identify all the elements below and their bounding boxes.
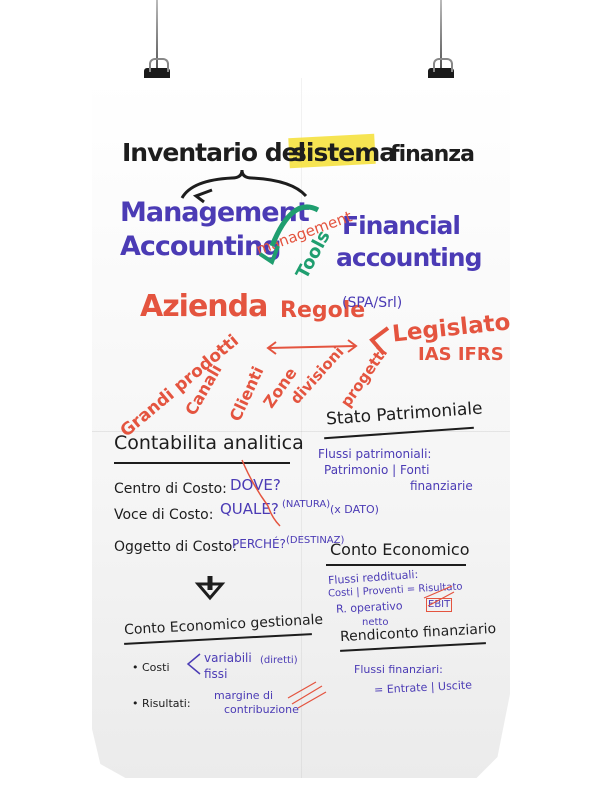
netto-text: netto bbox=[362, 617, 389, 628]
diretti-note: (diretti) bbox=[260, 655, 298, 666]
risultati-bullet: • Risultati: bbox=[132, 697, 191, 710]
green-curve-arrow bbox=[269, 204, 320, 247]
red-thin-arrow-voce bbox=[267, 505, 281, 527]
contribuzione-text: contribuzione bbox=[224, 703, 299, 716]
flussi-finanziari-text: Flussi finanziari: bbox=[354, 663, 443, 676]
red-arrow-right-head bbox=[347, 339, 358, 353]
regole-label: Regole bbox=[280, 298, 366, 323]
title-prefix: Inventario del bbox=[122, 138, 306, 167]
title-suffix: finanza bbox=[390, 142, 475, 167]
financial-accounting-heading: Financial accounting bbox=[336, 211, 483, 272]
title-highlight-word: sistema bbox=[292, 138, 396, 167]
right-hanging-wire bbox=[440, 0, 442, 70]
oggetto-di-costo-value: PERCHÉ? bbox=[232, 537, 286, 551]
flussi-patrimoniali-text: Flussi patrimoniali: bbox=[318, 447, 432, 461]
azienda-label: Azienda bbox=[140, 289, 268, 324]
poster-fold-vertical bbox=[301, 78, 302, 778]
conto-economico-heading: Conto Economico bbox=[330, 540, 470, 559]
natura-note: (NATURA) bbox=[282, 499, 331, 510]
patrimonio-fonti-text: Patrimonio | Fonti bbox=[324, 463, 430, 477]
ias-ifrs-label: IAS IFRS bbox=[418, 344, 504, 365]
green-arrowhead bbox=[258, 245, 280, 266]
title-brace bbox=[180, 169, 308, 199]
destinazione-note: (DESTINAZ) bbox=[286, 535, 345, 546]
contabilita-analitica-underline bbox=[114, 462, 290, 464]
contabilita-analitica-heading: Contabilita analitica bbox=[114, 432, 304, 454]
red-thin-arrow-centro bbox=[241, 459, 269, 507]
voce-di-costo-label: Voce di Costo: bbox=[114, 507, 214, 523]
oggetto-di-costo-label: Oggetto di Costo: bbox=[114, 539, 238, 555]
brace-left-arrowhead bbox=[192, 188, 213, 204]
costi-bracket bbox=[186, 653, 201, 675]
voce-di-costo-value: QUALE? bbox=[220, 500, 279, 518]
variabili-text: variabili bbox=[204, 651, 252, 665]
management-accounting-heading: Management Accounting bbox=[120, 197, 310, 262]
margine-text: margine di bbox=[214, 689, 274, 702]
centro-di-costo-label: Centro di Costo: bbox=[114, 481, 227, 497]
fissi-text: fissi bbox=[204, 667, 228, 681]
costi-bullet: • Costi bbox=[132, 661, 170, 674]
ebit-label: EBIT bbox=[426, 598, 453, 612]
conto-economico-underline bbox=[326, 564, 466, 566]
red-hatching bbox=[287, 585, 455, 709]
spa-srl-label: (SPA/Srl) bbox=[342, 295, 403, 311]
red-double-arrow bbox=[267, 345, 357, 349]
dato-note: (x DATO) bbox=[330, 503, 379, 516]
centro-di-costo-value: DOVE? bbox=[230, 476, 281, 494]
left-hanging-wire bbox=[156, 0, 158, 70]
finanziarie-text: finanziarie bbox=[410, 479, 473, 493]
red-angle-bracket bbox=[369, 326, 390, 356]
hand-drawn-strokes bbox=[180, 169, 455, 709]
poster-fold-horizontal bbox=[92, 431, 510, 432]
poster-sheet: Inventario del sistema finanza Managemen… bbox=[92, 78, 510, 778]
red-arrow-left-head bbox=[266, 341, 277, 355]
down-arrow-head bbox=[194, 582, 226, 601]
